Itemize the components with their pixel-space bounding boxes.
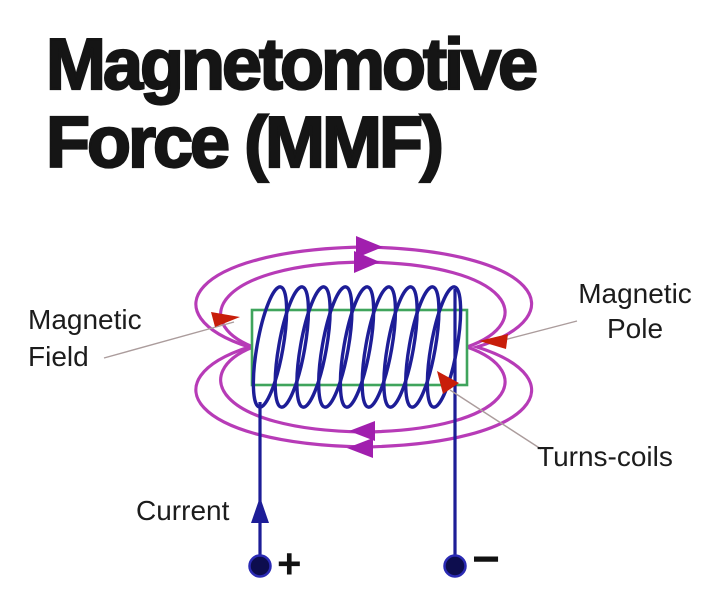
current-label: Current [136, 495, 230, 526]
magnetic-pole-label-line2: Pole [606, 313, 664, 344]
magnetic-pole-leader-line [499, 320, 578, 342]
terminals [248, 554, 467, 578]
magnetic-field-label-line1: Magnetic [28, 304, 142, 335]
negative-terminal-sign: − [472, 533, 501, 586]
magnetic-pole-label-line1: Magnetic [578, 278, 692, 309]
turns-coils-label: Turns-coils [537, 441, 673, 472]
magnetic-pole-pointer-icon [479, 334, 508, 349]
positive-terminal-sign: + [277, 540, 302, 587]
page-title-line1: Magnetomotive [45, 25, 539, 105]
magnetic-field-label: Magnetic Field [28, 301, 142, 375]
callout-pointers [103, 312, 578, 450]
field-arrowhead-bottom-inner-icon [349, 421, 375, 441]
field-line-outer [194, 245, 534, 449]
wire-leads [251, 289, 457, 557]
field-arrowhead-top-outer-icon [356, 236, 383, 258]
positive-terminal-dot [248, 554, 272, 578]
negative-terminal-dot [443, 554, 467, 578]
page-title: Magnetomotive Force (MMF) [45, 25, 539, 183]
page-title-line2: Force (MMF) [45, 103, 445, 183]
current-direction-arrow-icon [251, 497, 269, 523]
turns-coils-leader-line [449, 389, 542, 450]
magnetic-field-pointer-icon [211, 312, 240, 327]
field-arrowhead-bottom-outer-icon [347, 438, 373, 458]
turns-coils-pointer-icon [437, 371, 459, 394]
magnetic-pole-label: Magnetic Pole [560, 276, 710, 346]
magnetic-field-leader-line [103, 321, 235, 359]
field-arrowhead-top-inner-icon [354, 251, 380, 273]
magnetic-field-label-line2: Field [28, 341, 89, 372]
coil-windings [251, 285, 463, 409]
